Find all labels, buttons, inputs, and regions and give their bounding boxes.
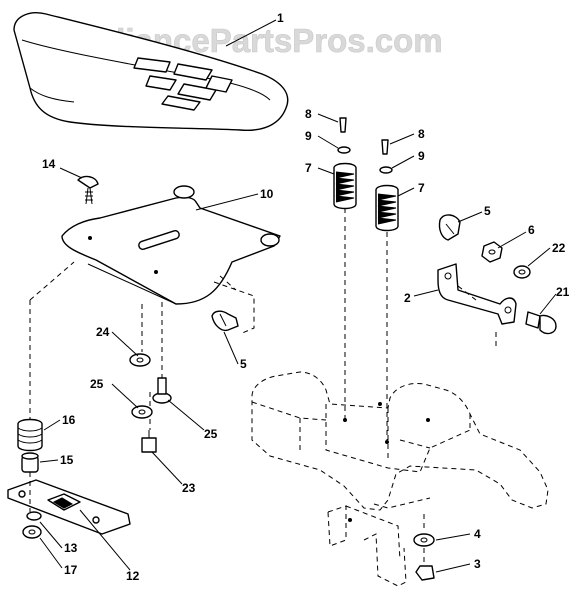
callout-8-left: 8	[305, 107, 312, 121]
callout-7-left: 7	[305, 161, 312, 175]
callout-14: 14	[42, 157, 56, 171]
callout-23: 23	[182, 481, 196, 495]
callout-1: 1	[277, 11, 284, 25]
plate-hardware	[22, 511, 42, 539]
seat-pan	[61, 185, 281, 305]
lock-nut	[513, 265, 531, 279]
callout-6: 6	[528, 223, 535, 237]
shoulder-bolt	[525, 311, 557, 335]
callout-9-right: 9	[418, 149, 425, 163]
callout-15: 15	[60, 453, 74, 467]
lower-bracket	[327, 505, 425, 587]
callout-21: 21	[556, 285, 570, 299]
callout-16: 16	[62, 413, 76, 427]
seat-clip-left	[211, 310, 239, 332]
callout-2: 2	[404, 291, 411, 305]
callout-22: 22	[552, 241, 566, 255]
callout-9-left: 9	[305, 129, 312, 143]
callout-5-right: 5	[484, 204, 491, 218]
callout-5-left: 5	[240, 357, 247, 371]
callout-13: 13	[64, 541, 78, 555]
carriage-bolt	[77, 175, 99, 205]
callout-10: 10	[260, 187, 274, 201]
spring-assembly-right	[375, 139, 399, 440]
callout-25-left: 25	[90, 377, 104, 391]
callout-17: 17	[64, 563, 78, 577]
nut	[481, 241, 503, 263]
pivot-bracket	[437, 263, 517, 350]
callout-25-right: 25	[204, 427, 218, 441]
seat	[13, 12, 289, 131]
callout-8-right: 8	[418, 127, 425, 141]
assembly-lines-left	[29, 261, 255, 430]
callout-7-right: 7	[418, 181, 425, 195]
callout-labels: 1 8 9 7 8 9 7 10 14 5 6 22 2 21 24 25 25…	[42, 11, 570, 583]
seat-spring	[17, 418, 43, 473]
callout-3: 3	[474, 557, 481, 571]
fender-body	[251, 371, 549, 511]
callout-12: 12	[126, 569, 140, 583]
spring-assembly-left	[333, 117, 357, 420]
callout-24: 24	[96, 325, 110, 339]
seat-clip-right	[438, 214, 461, 241]
mounting-plate	[7, 472, 131, 535]
seat-hardware	[129, 353, 172, 453]
callout-4: 4	[474, 527, 481, 541]
leader-lines	[39, 19, 557, 573]
fender-hardware	[413, 533, 435, 581]
